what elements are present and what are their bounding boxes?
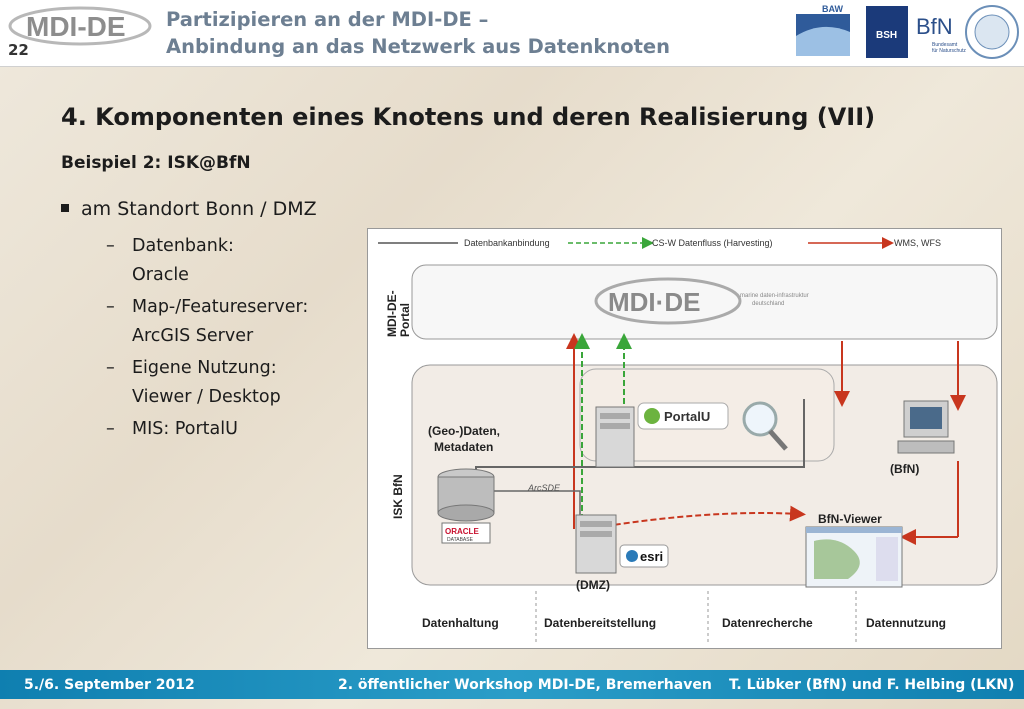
portal-box bbox=[411, 264, 998, 340]
svg-text:PortalU: PortalU bbox=[664, 409, 710, 424]
slide-header: MDI-DE 22 Partizipieren an der MDI-DE – … bbox=[0, 0, 1024, 67]
footer-event: 2. öffentlicher Workshop MDI-DE, Bremerh… bbox=[338, 677, 712, 693]
sub-item-line2: Viewer / Desktop bbox=[132, 387, 281, 407]
legend-csw: CS-W Datenfluss (Harvesting) bbox=[652, 238, 773, 248]
svg-text:MDI·DE: MDI·DE bbox=[608, 287, 700, 317]
portal-mdi-logo: MDI·DE marine daten-infrastruktur deutsc… bbox=[594, 277, 809, 325]
svg-text:esri: esri bbox=[640, 549, 663, 564]
header-title-line2: Anbindung an das Netzwerk aus Datenknote… bbox=[166, 35, 671, 58]
search-magnifier-icon bbox=[742, 401, 788, 451]
university-seal bbox=[965, 5, 1019, 59]
footer-authors: T. Lübker (BfN) und F. Helbing (LKN) bbox=[729, 677, 1015, 693]
bullet-text: am Standort Bonn / DMZ bbox=[81, 198, 317, 220]
svg-text:BAW: BAW bbox=[822, 4, 844, 14]
dash-icon: – bbox=[106, 358, 115, 378]
baw-logo: BAW bbox=[796, 4, 850, 56]
svg-text:für Naturschutz: für Naturschutz bbox=[932, 48, 966, 54]
bfn-logo: BfN Bundesamt für Naturschutz bbox=[916, 14, 966, 54]
dmz-label: (DMZ) bbox=[576, 578, 610, 592]
column-datenbereitstellung: Datenbereitstellung bbox=[544, 616, 656, 630]
sub-item-mapserver: – Map-/Featureserver: ArcGIS Server bbox=[106, 293, 308, 351]
isk-label: ISK BfN bbox=[391, 474, 405, 519]
svg-text:Bundesamt: Bundesamt bbox=[932, 42, 958, 48]
desktop-computer-icon bbox=[897, 400, 955, 454]
slide-footer: 5./6. September 2012 2. öffentlicher Wor… bbox=[0, 670, 1024, 699]
portalu-server-icon bbox=[595, 406, 635, 468]
svg-text:deutschland: deutschland bbox=[752, 301, 784, 307]
sub-item-line1: Datenbank: bbox=[132, 236, 234, 256]
dash-icon: – bbox=[106, 297, 115, 317]
sub-item-line1: MIS: PortalU bbox=[132, 419, 238, 439]
esri-logo: esri bbox=[619, 544, 669, 568]
column-datenrecherche: Datenrecherche bbox=[722, 616, 813, 630]
svg-text:Portal: Portal bbox=[398, 303, 412, 337]
column-datennutzung: Datennutzung bbox=[866, 616, 946, 630]
map-viewer-screenshot bbox=[805, 526, 903, 588]
svg-text:BfN: BfN bbox=[916, 14, 953, 39]
svg-text:ISK BfN: ISK BfN bbox=[391, 474, 405, 519]
diagram-legend: Datenbankanbindung CS-W Datenfluss (Harv… bbox=[378, 237, 941, 249]
dmz-server-icon bbox=[575, 514, 617, 574]
column-datenhaltung: Datenhaltung bbox=[422, 616, 499, 630]
svg-text:DATABASE: DATABASE bbox=[447, 537, 474, 543]
arcsde-label: ArcSDE bbox=[527, 483, 561, 493]
header-title-line1: Partizipieren an der MDI-DE – bbox=[166, 8, 489, 31]
portal-label: MDI-DE- Portal bbox=[385, 290, 412, 337]
bullet-square-icon bbox=[61, 203, 69, 212]
portalu-logo: PortalU bbox=[637, 402, 729, 430]
architecture-diagram: Datenbankanbindung CS-W Datenfluss (Harv… bbox=[367, 228, 1002, 649]
header-title: Partizipieren an der MDI-DE – Anbindung … bbox=[166, 6, 670, 60]
svg-text:ORACLE: ORACLE bbox=[445, 527, 479, 536]
bfn-viewer-label: BfN-Viewer bbox=[818, 512, 882, 526]
svg-text:BSH: BSH bbox=[876, 30, 897, 41]
legend-db-connection: Datenbankanbindung bbox=[464, 238, 550, 248]
slide-subtitle: Beispiel 2: ISK@BfN bbox=[61, 153, 251, 173]
sub-item-line2: Oracle bbox=[132, 265, 189, 285]
sub-item-line2: ArcGIS Server bbox=[132, 326, 254, 346]
sub-item-line1: Eigene Nutzung: bbox=[132, 358, 277, 378]
sub-item-line1: Map-/Featureserver: bbox=[132, 297, 309, 317]
bullet-item: am Standort Bonn / DMZ bbox=[61, 198, 317, 220]
slide-number: 22 bbox=[8, 41, 29, 59]
mdi-de-logo: MDI-DE bbox=[8, 6, 152, 46]
legend-wms: WMS, WFS bbox=[894, 238, 941, 248]
slide-title: 4. Komponenten eines Knotens und deren R… bbox=[61, 103, 876, 131]
sub-item-usage: – Eigene Nutzung: Viewer / Desktop bbox=[106, 354, 281, 412]
logo-text: MDI-DE bbox=[26, 11, 126, 42]
svg-text:MDI-DE-: MDI-DE- bbox=[385, 290, 399, 337]
dash-icon: – bbox=[106, 419, 115, 439]
partner-logos: BAW BSH BfN Bundesamt für Naturschutz bbox=[796, 4, 1019, 59]
dash-icon: – bbox=[106, 236, 115, 256]
bsh-logo: BSH bbox=[866, 6, 908, 58]
sub-item-mis: – MIS: PortalU bbox=[106, 415, 238, 444]
svg-text:marine daten-infrastruktur: marine daten-infrastruktur bbox=[740, 293, 809, 299]
bfn-pc-label: (BfN) bbox=[890, 462, 919, 476]
database-icon: ORACLE DATABASE bbox=[437, 468, 495, 544]
footer-date: 5./6. September 2012 bbox=[24, 677, 195, 693]
geodaten-label-2: Metadaten bbox=[434, 440, 493, 454]
geodaten-label-1: (Geo-)Daten, bbox=[428, 424, 500, 438]
sub-item-database: – Datenbank: Oracle bbox=[106, 232, 234, 290]
